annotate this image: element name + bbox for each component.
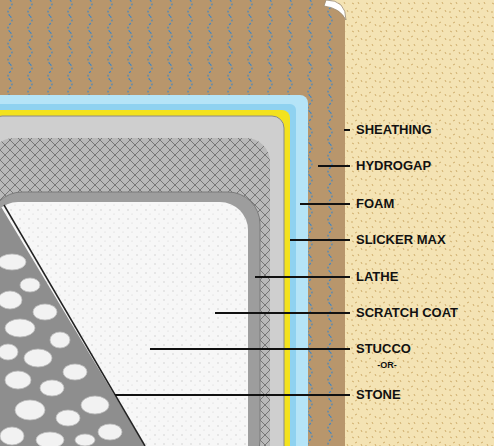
stucco-texture: [0, 202, 248, 446]
leader-lines: [115, 130, 350, 395]
layer-label: STUCCO: [356, 342, 411, 356]
section-cut-line: [4, 205, 145, 446]
stone-layer: [0, 205, 145, 446]
layer-label: STONE: [356, 388, 401, 402]
layer-label: FOAM: [356, 197, 394, 211]
layer-label: SCRATCH COAT: [356, 306, 458, 320]
layer-label: SHEATHING: [356, 123, 432, 137]
layer-label: LATHE: [356, 270, 398, 284]
page-curl: [324, 0, 346, 20]
layer-label: SLICKER MAX: [356, 233, 446, 247]
layer-label: HYDROGAP: [356, 159, 431, 173]
separator-text: -OR-: [377, 361, 397, 371]
stucco-layer: [0, 202, 248, 446]
